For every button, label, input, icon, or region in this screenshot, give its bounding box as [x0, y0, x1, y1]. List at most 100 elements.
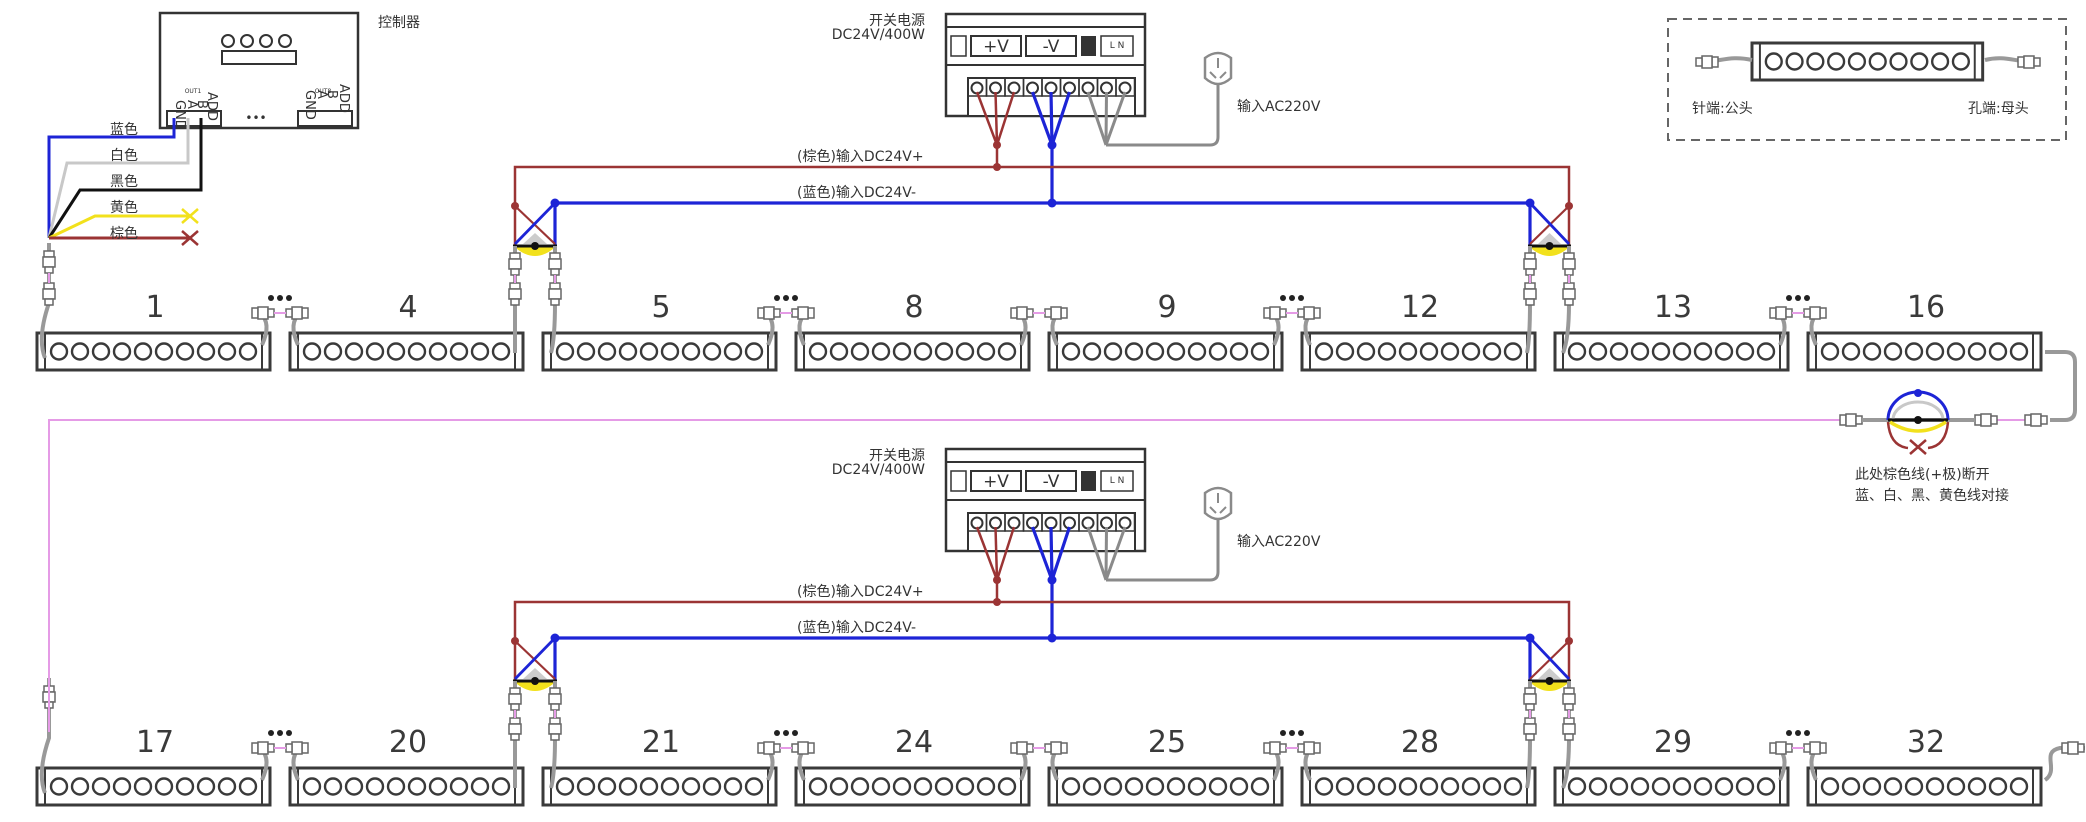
wire-label-brown: 棕色	[110, 225, 138, 242]
ellipsis-dot	[783, 295, 789, 301]
bar-link	[508, 246, 562, 354]
port-group-out1: OUT1	[185, 88, 202, 95]
psu-spec: DC24V/400W	[832, 27, 925, 43]
bar-link	[251, 295, 309, 346]
led-bar-number: 1	[145, 290, 164, 325]
ellipsis-dot	[277, 295, 283, 301]
psu-minus-wire	[1049, 526, 1054, 581]
junction-dot	[1047, 633, 1057, 643]
psu-terminal-screw	[1063, 81, 1076, 95]
psu-minus-label: -V	[1043, 472, 1060, 492]
controller-wires: 蓝色 白色 黑色 黄色 棕色	[47, 118, 203, 246]
led-bar-number: 20	[389, 725, 427, 760]
psu-adj	[950, 470, 967, 492]
psu-terminal	[1115, 77, 1136, 97]
psu-plus-wire	[975, 91, 999, 146]
led-bar: 32	[1806, 725, 2043, 807]
led-bar-number: 9	[1157, 290, 1176, 325]
wire-black	[47, 118, 203, 239]
legend-female-label: 孔端:母头	[1968, 101, 2029, 117]
ellipsis-dot	[1786, 295, 1792, 301]
connector-icon	[548, 252, 562, 276]
psu-terminal-screw	[1026, 81, 1039, 95]
psu-ac-wire	[1104, 526, 1108, 581]
psu-plus-wire	[995, 91, 1016, 146]
controller-display	[221, 50, 297, 65]
psu-terminal-screw	[970, 81, 984, 95]
led-bar-number: 21	[642, 725, 680, 760]
psu-ac-wire	[1086, 526, 1108, 581]
psu-terminal-screw	[970, 516, 984, 530]
ellipsis-dot	[1298, 295, 1304, 301]
psu-terminal-screw	[1100, 516, 1113, 530]
led-bar-number: 8	[904, 290, 923, 325]
led-bar: 20	[288, 725, 525, 807]
psu-adj	[950, 35, 967, 57]
ac-cord	[1106, 84, 1220, 147]
psu-plus-box	[970, 35, 1022, 57]
led-bar-body	[541, 331, 778, 372]
bar-link	[1263, 730, 1321, 781]
psu-title: 开关电源	[869, 13, 925, 29]
psu-plus-box	[970, 470, 1022, 492]
led-bar-number: 29	[1654, 725, 1692, 760]
junction-dot	[993, 576, 1001, 584]
connector-icon	[1974, 413, 1998, 427]
led-bar: 21	[541, 725, 778, 807]
controller-title: 控制器	[378, 15, 420, 31]
wire-blue	[47, 118, 176, 238]
ellipsis-dot	[1280, 730, 1286, 736]
led-bar-number: 13	[1654, 290, 1692, 325]
psu-spec: DC24V/400W	[832, 462, 925, 478]
bar32-tail-cable	[2043, 746, 2085, 782]
wire-label-blue: 蓝色	[110, 121, 138, 138]
dc-minus-label: (蓝色)输入DC24V-	[797, 619, 916, 636]
psu-plus-wire	[994, 91, 999, 146]
led-bar-body	[1047, 331, 1284, 372]
led-bar-number: 16	[1907, 290, 1945, 325]
ellipsis-dot	[783, 730, 789, 736]
connector-icon	[1562, 252, 1576, 276]
row-input-lead	[39, 678, 56, 794]
led-bar-number: 5	[651, 290, 670, 325]
psu-terminal-screw	[1081, 516, 1095, 530]
led-bar-body	[794, 331, 1031, 372]
data-wire-return	[48, 419, 1840, 732]
controller-ellipsis: •••	[245, 111, 266, 125]
led-bar-body	[541, 766, 778, 807]
ground-icon	[1081, 36, 1096, 56]
splice-brown-right	[1927, 421, 1950, 450]
connector-icon	[42, 250, 56, 274]
legend-male-label: 针端:公头	[1692, 101, 1753, 117]
psu-minus-wire	[1030, 91, 1054, 146]
psu-terminal	[1115, 512, 1136, 532]
ellipsis-dot	[1289, 295, 1295, 301]
splice-note-line2: 蓝、白、黑、黄色线对接	[1855, 487, 2009, 504]
controller-button	[259, 34, 273, 48]
connector-icon	[285, 306, 309, 320]
junction-dot	[1047, 140, 1057, 150]
led-bar: 24	[794, 725, 1031, 807]
bar-link	[1523, 681, 1576, 789]
connector-icon	[1523, 717, 1537, 741]
ellipsis-dot	[1289, 730, 1295, 736]
bar-link	[757, 295, 815, 346]
dc-minus-label: (蓝色)输入DC24V-	[797, 184, 916, 201]
splice-node-blue	[1914, 389, 1922, 397]
led-bar-body	[1553, 766, 1790, 807]
connector-icon	[508, 282, 522, 306]
power-injection-node	[511, 198, 560, 256]
connector-icon	[508, 252, 522, 276]
led-bar: 28	[1300, 725, 1537, 807]
connector-icon	[1803, 306, 1827, 320]
connector-icon	[548, 687, 562, 711]
connector-legend: 针端:公头 孔端:母头	[1667, 18, 2067, 141]
port-label-b-2: B	[324, 90, 339, 99]
led-bar: 12	[1300, 290, 1537, 372]
controller-port-out8	[297, 110, 353, 127]
psu-terminal-screw	[1081, 81, 1095, 95]
ellipsis-dot	[1298, 730, 1304, 736]
port-label-add-2: ADD	[336, 84, 351, 113]
